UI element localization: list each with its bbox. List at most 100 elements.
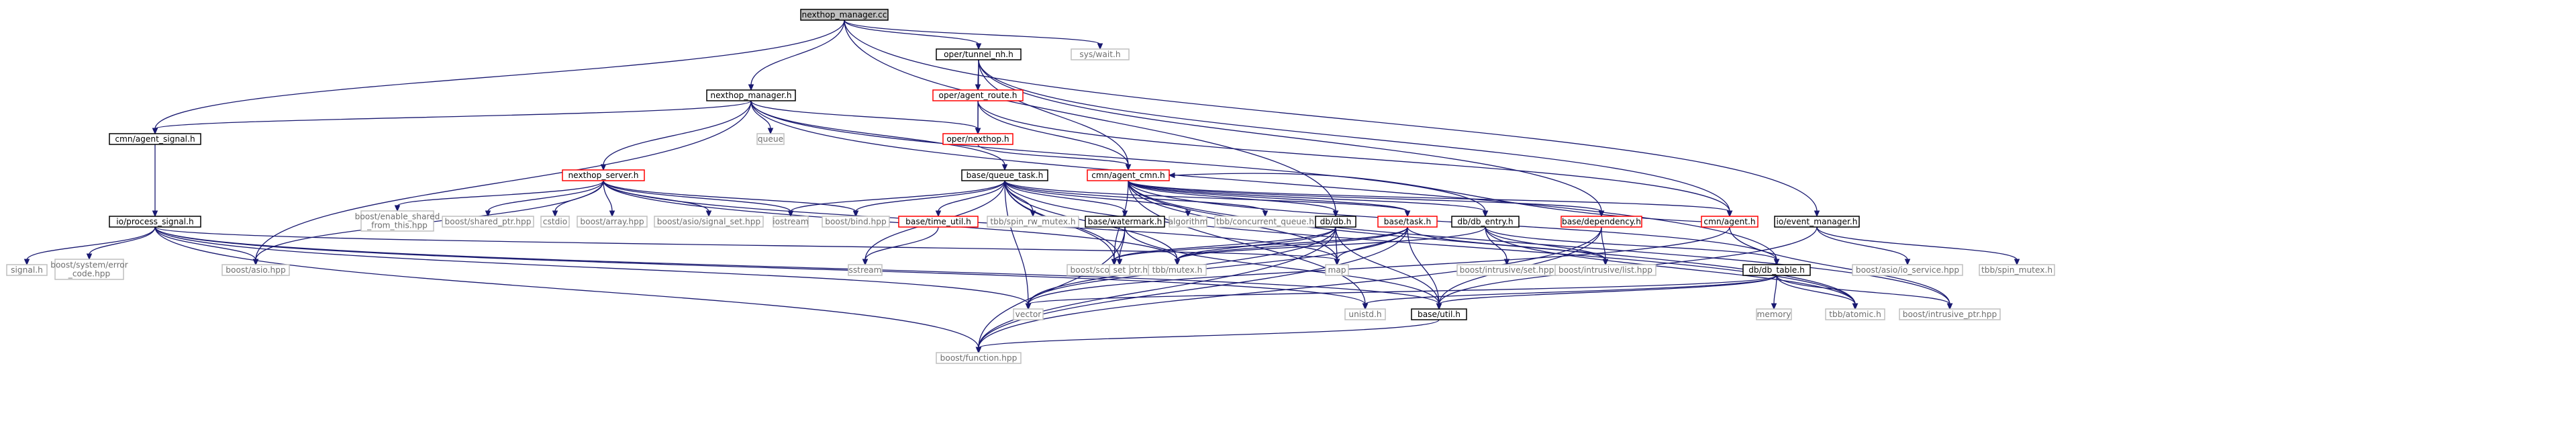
arrowhead-db_db_entry_h-to-db_db_table_h: [1773, 259, 1780, 266]
edge-base_dependency_h-to-boost_intrusive_list_hpp: [1601, 226, 1606, 261]
node-label: base/util.h: [1418, 310, 1460, 319]
edge-db_db_entry_h-to-tbb_atomic_h: [1485, 226, 1856, 305]
arrowhead-nexthop_server_h-to-boost_asio_hpp: [252, 259, 259, 266]
node-box: [936, 48, 1022, 60]
node-label: boost/intrusive/set.hpp: [1460, 265, 1554, 275]
node-label: signal.h: [11, 265, 43, 275]
node-memory: memory: [1756, 308, 1792, 320]
node-oper-nexthop-h[interactable]: oper/nexthop.h: [942, 133, 1013, 145]
edge-base_task_h-to-tbb_mutex_h: [1177, 226, 1408, 261]
arrowhead-nexthop_server_h-to-boost_array_hpp: [609, 210, 615, 218]
node-nexthop-server-h[interactable]: nexthop_server.h: [562, 169, 645, 181]
edge-nexthop_server_h-to-boost_bind_hpp: [603, 180, 856, 212]
node-tbb-mutex-h: tbb/mutex.h: [1148, 264, 1207, 276]
node-label: oper/nexthop.h: [946, 134, 1009, 144]
node-box: [1825, 308, 1885, 320]
edge-cmn_agent_h-to-boost_intrusive_ptr_hpp: [1729, 226, 1950, 305]
arrowhead-base_task_h-to-map: [1334, 259, 1340, 266]
node-label: base/time_util.h: [905, 217, 971, 226]
node-boost-shared-ptr-hpp: boost/shared_ptr.hpp: [442, 216, 534, 228]
node-nexthop-manager-cc[interactable]: nexthop_manager.cc: [800, 9, 889, 21]
arrowhead-db_db_table_h-to-unistd_h: [1362, 303, 1369, 310]
edge-nexthop_manager_h-to-db_db_entry_h: [750, 100, 1486, 212]
edge-base_task_h-to-base_util_h: [1407, 226, 1440, 305]
edge-base_task_h-to-boost_function_hpp: [978, 226, 1408, 349]
node-label: map: [1328, 265, 1346, 275]
node-box: [221, 264, 290, 276]
node-box: [961, 169, 1048, 181]
edge-db_db_entry_h-to-boost_intrusive_set_hpp: [1485, 226, 1507, 261]
edge-base_task_h-to-boost_scoped_ptr_hpp: [1113, 226, 1408, 261]
edge-oper_agent_route_h-to-cmn_agent_cmn_h: [977, 100, 1129, 166]
arrowhead-io_process_signal_h-to-signal_h: [23, 259, 30, 266]
edge-nexthop_manager_h-to-cmn_agent_signal_h: [154, 100, 752, 130]
node-label: db/db_entry.h: [1457, 217, 1513, 226]
node-nexthop-manager-h[interactable]: nexthop_manager.h: [706, 89, 796, 101]
edge-cmn_agent_cmn_h-to-base_dependency_h: [1128, 180, 1602, 212]
arrowhead-oper_nexthop_h-to-cmn_agent_cmn_h: [1125, 164, 1132, 171]
node-label: queue: [758, 134, 783, 144]
node-boost-asio-signal-set-hpp: boost/asio/signal_set.hpp: [654, 216, 764, 228]
arrowhead-db_db_table_h-to-memory: [1771, 303, 1777, 310]
arrowhead-cmn_agent_h-to-cmn_agent_cmn_h: [1168, 172, 1175, 179]
node-box: [1344, 308, 1386, 320]
arrowhead-io_event_manager_h-to-boost_asio_io_service_hpp: [1904, 259, 1911, 266]
edge-nexthop_server_h-to-boost_enable_shared_from_this_hpp: [397, 180, 604, 207]
edge-db_db_table_h-to-vector: [1028, 275, 1777, 305]
node-base-task-h[interactable]: base/task.h: [1377, 216, 1438, 228]
node-box: [1742, 264, 1811, 276]
arrowhead-cmn_agent_cmn_h-to-cmn_agent_h: [1726, 210, 1733, 218]
node-base-util-h[interactable]: base/util.h: [1411, 308, 1467, 320]
node-label: base/queue_task.h: [967, 171, 1044, 180]
node-cmn-agent-cmn-h[interactable]: cmn/agent_cmn.h: [1087, 169, 1170, 181]
edge-cmn_agent_cmn_h-to-db_db_h: [1128, 180, 1336, 212]
node-cstdio: cstdio: [540, 216, 570, 228]
node-label: cmn/agent_signal.h: [115, 134, 195, 144]
arrowhead-cmn_agent_signal_h-to-io_process_signal_h: [152, 210, 158, 218]
edge-base_time_util_h-to-sstream: [864, 226, 939, 261]
node-cmn-agent-h[interactable]: cmn/agent.h: [1701, 216, 1758, 228]
arrowhead-io_event_manager_h-to-tbb_spin_mutex_h: [2014, 259, 2020, 266]
node-db-db-table-h[interactable]: db/db_table.h: [1742, 264, 1811, 276]
node-base-time-util-h[interactable]: base/time_util.h: [898, 216, 979, 228]
arrowhead-base_queue_task_h-to-tbb_concurrent_queue_h: [1262, 210, 1269, 218]
edge-io_process_signal_h-to-boost_system_error_code_hpp: [89, 226, 156, 255]
node-vector: vector: [1013, 308, 1044, 320]
node-box: [773, 216, 809, 228]
node-base-watermark-h[interactable]: base/watermark.h: [1085, 216, 1165, 228]
edge-base_queue_task_h-to-vector: [1004, 180, 1029, 305]
arrowhead-cmn_agent_cmn_h-to-db_db_entry_h: [1482, 210, 1489, 218]
node-box: [942, 133, 1013, 145]
edge-base_queue_task_h-to-tbb_atomic_h: [1004, 180, 1856, 305]
edge-io_process_signal_h-to-vector: [154, 226, 1029, 305]
node-tbb-atomic-h: tbb/atomic.h: [1825, 308, 1885, 320]
node-boost-bind-hpp: boost/bind.hpp: [822, 216, 890, 228]
edge-nexthop_manager_h-to-nexthop_server_h: [603, 100, 752, 166]
node-box: [109, 216, 201, 228]
node-boost-asio-hpp: boost/asio.hpp: [221, 264, 290, 276]
node-db-db-h[interactable]: db/db.h: [1315, 216, 1356, 228]
node-label: vector: [1015, 310, 1042, 319]
node-box: [932, 89, 1024, 101]
node-label: nexthop_server.h: [568, 171, 638, 180]
node-label: boost/shared_ptr.hpp: [445, 217, 532, 226]
arrowhead-nexthop_manager_h-to-nexthop_server_h: [600, 164, 607, 171]
edge-io_process_signal_h-to-map: [154, 226, 1338, 261]
node-oper-agent-route-h[interactable]: oper/agent_route.h: [932, 89, 1024, 101]
edge-nexthop_manager_cc-to-sys_wait_h: [844, 19, 1101, 45]
node-io-process-signal-h[interactable]: io/process_signal.h: [109, 216, 201, 228]
edge-db_db_h-to-base_util_h: [1335, 226, 1440, 305]
node-label: tbb/spin_rw_mutex.h: [990, 217, 1075, 226]
edge-base_queue_task_h-to-base_time_util_h: [938, 180, 1005, 212]
node-cmn-agent-signal-h[interactable]: cmn/agent_signal.h: [109, 133, 201, 145]
node-io-event-manager-h[interactable]: io/event_manager.h: [1774, 216, 1860, 228]
node-box: [1169, 216, 1207, 228]
arrowhead-nexthop_server_h-to-boost_enable_shared_from_this_hpp: [394, 205, 401, 212]
node-db-db-entry-h[interactable]: db/db_entry.h: [1451, 216, 1520, 228]
node-base-dependency-h[interactable]: base/dependency.h: [1561, 216, 1642, 228]
node-box: [1071, 48, 1130, 60]
node-oper-tunnel-nh-h[interactable]: oper/tunnel_nh.h: [936, 48, 1022, 60]
arrowhead-nexthop_manager_cc-to-sys_wait_h: [1097, 43, 1103, 50]
node-base-queue-task-h[interactable]: base/queue_task.h: [961, 169, 1048, 181]
